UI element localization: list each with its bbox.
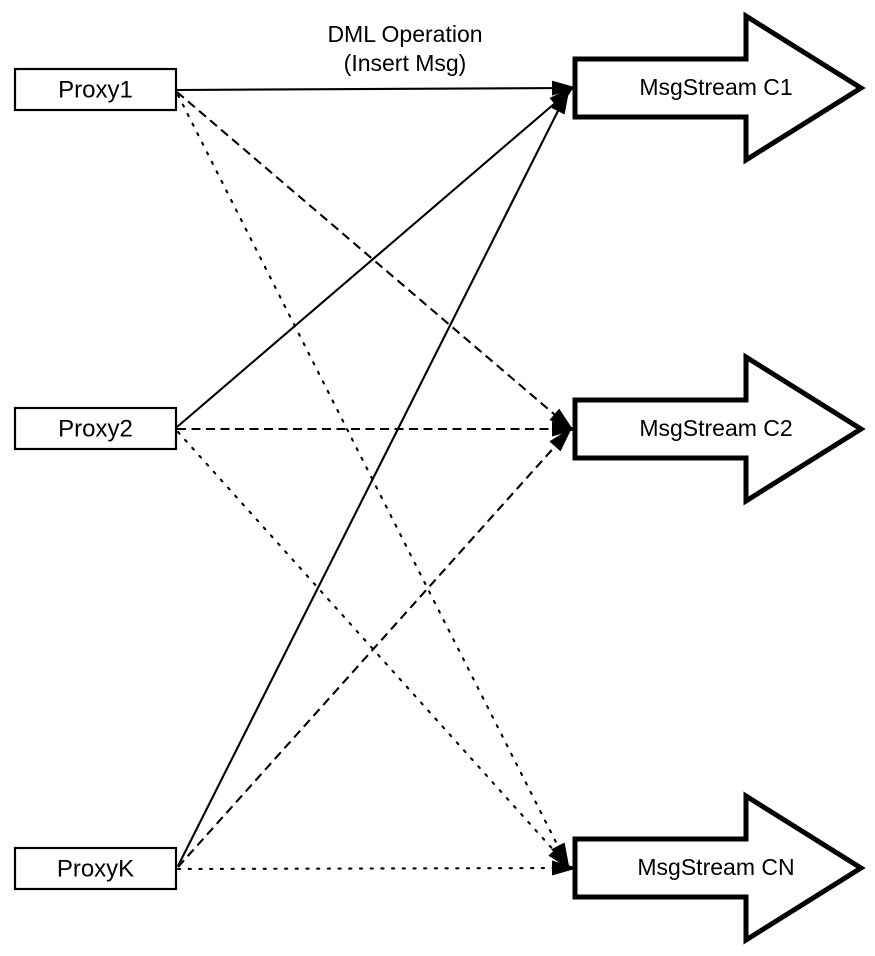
stream-cn-label: MsgStream CN (637, 854, 794, 880)
dml-operation-label: DML Operation (Insert Msg) (327, 21, 482, 76)
proxy1-label: Proxy1 (58, 76, 133, 103)
proxy2-box[interactable] (13, 406, 178, 451)
stream-cn-shape[interactable] (572, 791, 866, 945)
edge-p1-c2 (176, 91, 569, 427)
edge-pk-cn-arrowhead (551, 860, 578, 876)
proxyk-box[interactable] (13, 846, 178, 891)
stream-c2-label: MsgStream C2 (639, 415, 792, 441)
stream-c1-shape[interactable] (572, 11, 866, 165)
msgstream-node-stream-cn[interactable]: MsgStream CN (572, 791, 866, 945)
edge-pk-c1-arrowhead (551, 87, 570, 115)
stream-c2-shape[interactable] (572, 352, 866, 506)
edge-pk-c2 (177, 432, 568, 868)
edge-pk-cn (176, 866, 572, 871)
edges-layer (176, 86, 572, 871)
edge-pk-c1 (177, 94, 567, 867)
edge-p2-cn-arrowhead (548, 845, 572, 870)
edge-p2-c2-arrowhead (552, 421, 578, 437)
proxy2-label: Proxy2 (58, 415, 133, 442)
stream-c1-label: MsgStream C1 (639, 74, 792, 100)
proxy1-box[interactable] (13, 67, 178, 112)
proxyk-label: ProxyK (57, 855, 134, 882)
dml-operation-label-line2: (Insert Msg) (344, 50, 467, 76)
edge-p1-c1-arrowhead (551, 80, 578, 96)
dml-operation-label-line1: DML Operation (327, 21, 482, 47)
proxy-node-proxy2[interactable]: Proxy2 (13, 406, 178, 451)
edge-p1-c1 (176, 86, 571, 92)
arrowheads-layer (548, 80, 578, 876)
edge-pk-c2-arrowhead (549, 427, 573, 452)
msgstream-node-stream-c1[interactable]: MsgStream C1 (572, 11, 866, 165)
edge-p2-cn (176, 430, 568, 866)
msgstream-node-stream-c2[interactable]: MsgStream C2 (572, 352, 866, 506)
edge-p2-c1 (176, 91, 569, 428)
streams-layer: MsgStream C1 MsgStream C2 MsgStream CN (572, 11, 866, 945)
edge-p1-c2-arrowhead (549, 408, 575, 432)
proxy-node-proxyk[interactable]: ProxyK (13, 846, 178, 891)
proxy-node-proxy1[interactable]: Proxy1 (13, 67, 178, 112)
